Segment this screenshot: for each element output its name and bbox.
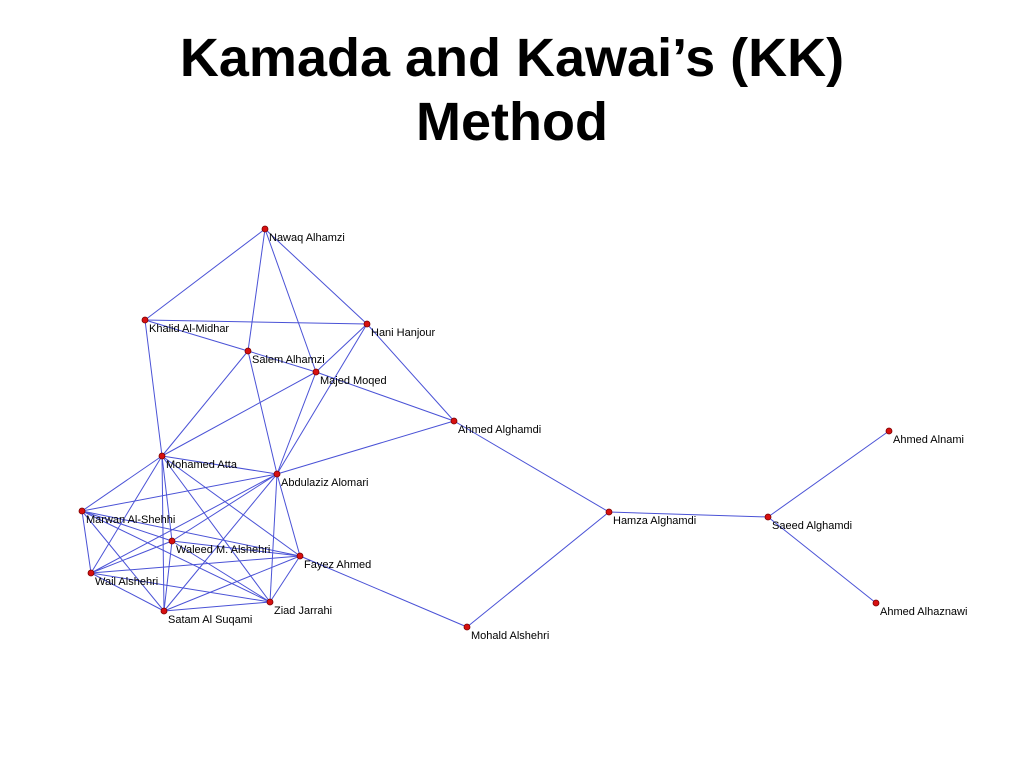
node-ahmedg[interactable] [450, 417, 458, 425]
node-satam[interactable] [160, 607, 168, 615]
node-label-hamza: Hamza Alghamdi [613, 515, 696, 527]
node-label-ahmedh: Ahmed Alhaznawi [880, 606, 967, 618]
edge-abdulaziz-ziad [269, 473, 278, 603]
node-label-majed: Majed Moqed [320, 375, 387, 387]
edge-ahmedg-abdulaziz [276, 420, 455, 475]
edge-marwan-ziad [81, 510, 271, 603]
edge-fayez-wail [90, 555, 301, 574]
node-mohald[interactable] [463, 623, 471, 631]
edge-nawaq-hani [264, 228, 368, 325]
edge-waleed-wail [90, 540, 173, 574]
node-nawaq[interactable] [261, 225, 269, 233]
node-hani[interactable] [363, 320, 371, 328]
node-label-hani: Hani Hanjour [371, 327, 436, 339]
edge-fayez-mohald [299, 555, 468, 628]
edge-abdulaziz-fayez [276, 473, 301, 557]
node-atta[interactable] [158, 452, 166, 460]
edge-salem-atta [161, 350, 249, 457]
edge-waleed-fayez [171, 540, 301, 557]
nodes-layer [78, 225, 893, 631]
edge-atta-marwan [81, 455, 163, 512]
edge-khalid-atta [144, 319, 163, 457]
edge-hani-majed [315, 323, 368, 373]
node-label-fayez: Fayez Ahmed [304, 559, 371, 571]
node-ahmedh[interactable] [872, 599, 880, 607]
node-khalid[interactable] [141, 316, 149, 324]
edge-wail-ziad [90, 572, 271, 603]
edge-atta-abdulaziz [161, 455, 278, 475]
edge-atta-ziad [161, 455, 271, 603]
edge-ahmedg-hamza [453, 420, 610, 513]
edge-khalid-salem [144, 319, 249, 352]
node-salem[interactable] [244, 347, 252, 355]
edge-waleed-satam [163, 540, 173, 612]
edge-nawaq-salem [247, 228, 266, 352]
slide-title: Kamada and Kawai’s (KK) Method [0, 26, 1024, 154]
edge-marwan-waleed [81, 510, 173, 542]
edge-waleed-ziad [171, 540, 271, 603]
edge-fayez-ziad [269, 555, 301, 603]
node-label-nawaq: Nawaq Alhamzi [269, 232, 345, 244]
edge-abdulaziz-wail [90, 473, 278, 574]
node-hamza[interactable] [605, 508, 613, 516]
edge-nawaq-khalid [144, 228, 266, 321]
edge-majed-ahmedg [315, 371, 455, 422]
node-fayez[interactable] [296, 552, 304, 560]
node-ahmedn[interactable] [885, 427, 893, 435]
node-waleed[interactable] [168, 537, 176, 545]
edge-khalid-hani [144, 319, 368, 325]
edge-atta-waleed [161, 455, 173, 542]
edge-atta-fayez [161, 455, 301, 557]
node-majed[interactable] [312, 368, 320, 376]
slide-title-line-2: Method [416, 92, 608, 152]
node-label-saeed: Saeed Alghamdi [772, 520, 852, 532]
node-label-salem: Salem Alhamzi [252, 354, 325, 366]
edge-saeed-ahmedh [767, 516, 877, 604]
edge-nawaq-majed [264, 228, 317, 373]
edge-abdulaziz-waleed [171, 473, 278, 542]
edge-mohald-hamza [466, 511, 610, 628]
edge-fayez-satam [163, 555, 301, 612]
node-label-waleed: Waleed M. Alshehri [176, 544, 270, 556]
node-ziad[interactable] [266, 598, 274, 606]
node-label-mohald: Mohald Alshehri [471, 630, 549, 642]
edge-abdulaziz-marwan [81, 473, 278, 512]
node-wail[interactable] [87, 569, 95, 577]
edge-hani-ahmedg [366, 323, 455, 422]
edge-saeed-ahmedn [767, 430, 890, 518]
edges-layer [81, 228, 890, 628]
edge-atta-wail [90, 455, 163, 574]
edge-marwan-satam [81, 510, 165, 612]
edge-wail-satam [90, 572, 165, 612]
node-label-ahmedn: Ahmed Alnami [893, 434, 964, 446]
node-label-ahmedg: Ahmed Alghamdi [458, 424, 541, 436]
node-label-wail: Wail Alshehri [95, 576, 158, 588]
node-label-khalid: Khalid Al-Midhar [149, 323, 229, 335]
edge-ziad-satam [163, 601, 271, 612]
edge-salem-majed [247, 350, 317, 373]
node-saeed[interactable] [764, 513, 772, 521]
edge-majed-atta [161, 371, 317, 457]
node-marwan[interactable] [78, 507, 86, 515]
edge-hani-abdulaziz [276, 323, 368, 475]
node-abdulaziz[interactable] [273, 470, 281, 478]
slide-title-line-1: Kamada and Kawai’s (KK) [179, 28, 845, 88]
edge-atta-satam [161, 455, 165, 612]
node-label-marwan: Marwan Al-Shehhi [86, 514, 175, 526]
node-label-satam: Satam Al Suqami [168, 614, 252, 626]
node-label-ziad: Ziad Jarrahi [274, 605, 332, 617]
node-label-atta: Mohamed Atta [166, 459, 238, 471]
edge-hamza-saeed [608, 511, 769, 518]
edge-salem-abdulaziz [247, 350, 278, 475]
edge-marwan-wail [81, 510, 92, 574]
edge-majed-abdulaziz [276, 371, 317, 475]
edge-marwan-fayez [81, 510, 301, 557]
node-label-abdulaziz: Abdulaziz Alomari [281, 477, 368, 489]
